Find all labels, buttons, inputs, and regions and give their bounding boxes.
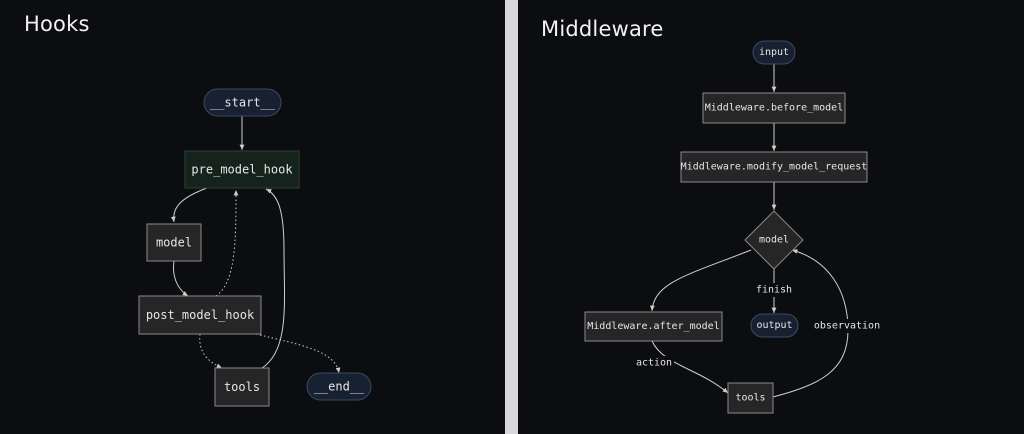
hooks-panel: Hooks __start__ pre_model_hook model	[0, 0, 505, 434]
middleware-diagram: finish action observation input Middlewa…	[584, 40, 880, 414]
node-modify-model-request: Middleware.modify_model_request	[680, 151, 868, 183]
edge-model-to-post-model-hook	[173, 260, 189, 297]
svg-text:observation: observation	[814, 321, 880, 332]
edge-pre-model-hook-to-model	[170, 187, 208, 223]
svg-text:action: action	[636, 358, 672, 369]
node-post-model-hook-label: post_model_hook	[146, 308, 255, 322]
node-pre-model-hook-label: pre_model_hook	[191, 163, 293, 177]
hooks-title: Hooks	[24, 12, 90, 36]
node-model-label: model	[156, 236, 192, 250]
node-tools-label: tools	[735, 393, 765, 404]
edge-after-model-to-tools	[651, 340, 729, 394]
node-after-model: Middleware.after_model	[584, 311, 723, 342]
node-tools: tools	[727, 382, 774, 414]
node-tools: tools	[214, 367, 270, 407]
node-end: __end__	[306, 372, 372, 401]
hooks-diagram: __start__ pre_model_hook model post_mode…	[138, 88, 372, 407]
node-pre-model-hook: pre_model_hook	[184, 150, 300, 189]
node-model-label: model	[759, 235, 789, 246]
edge-model-to-after-model	[649, 249, 752, 312]
edge-post-model-hook-to-end	[255, 333, 341, 374]
node-start: __start__	[203, 88, 282, 117]
edge-post-model-hook-to-tools	[199, 333, 223, 369]
middleware-title: Middleware	[541, 17, 664, 41]
middleware-panel: Middleware finish action observation	[518, 0, 1024, 434]
node-output: output	[750, 313, 799, 338]
edge-tools-to-pre-model-hook	[261, 188, 286, 369]
node-before-model-label: Middleware.before_model	[705, 103, 843, 114]
node-post-model-hook: post_model_hook	[138, 295, 262, 335]
edge-label-action: action	[634, 356, 674, 370]
node-end-label: __end__	[314, 380, 365, 394]
node-output-label: output	[756, 320, 792, 331]
edge-label-finish: finish	[754, 283, 794, 297]
node-tools-label: tools	[224, 380, 260, 394]
node-after-model-label: Middleware.after_model	[587, 321, 719, 332]
node-model: model	[146, 223, 202, 262]
node-model: model	[744, 210, 804, 270]
node-input: input	[752, 40, 796, 65]
edge-label-observation: observation	[814, 319, 880, 333]
svg-text:finish: finish	[756, 285, 792, 296]
node-start-label: __start__	[210, 96, 276, 110]
node-modify-model-request-label: Middleware.modify_model_request	[681, 162, 868, 173]
edge-post-model-hook-to-pre-model-hook	[215, 189, 239, 297]
node-before-model: Middleware.before_model	[702, 92, 846, 124]
node-input-label: input	[759, 47, 789, 58]
